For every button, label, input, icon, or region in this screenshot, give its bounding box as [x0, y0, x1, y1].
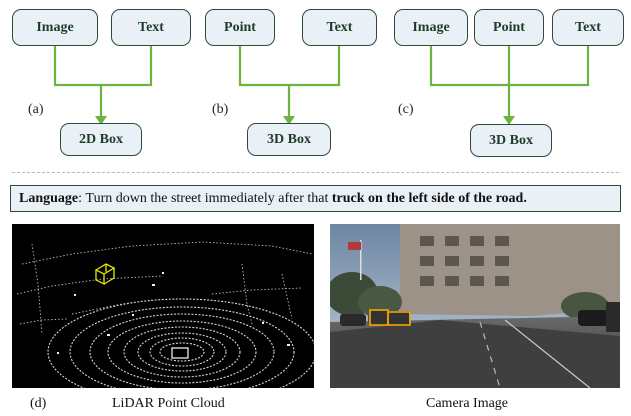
lidar-visualization	[16, 241, 314, 388]
text-input-box-a: Text	[111, 9, 191, 46]
image-input-box-a: Image	[12, 9, 98, 46]
camera-image	[330, 224, 620, 388]
panel-label-b: (b)	[212, 102, 229, 117]
arrowhead-a	[95, 116, 107, 125]
arrowhead-b	[283, 116, 295, 125]
language-separator: :	[78, 190, 86, 206]
camera-target-box	[369, 309, 411, 326]
text-input-box-b: Text	[302, 9, 377, 46]
lidar-caption: LiDAR Point Cloud	[112, 396, 225, 411]
section-divider	[12, 172, 619, 173]
panel-label-d: (d)	[30, 396, 47, 411]
panel-label-c: (c)	[398, 102, 414, 117]
connector-a	[53, 45, 153, 87]
output-box-a: 2D Box	[60, 123, 142, 156]
language-highlight: truck on the left side of the road.	[331, 190, 527, 206]
connector-lines	[53, 45, 590, 125]
lidar-target-box	[94, 263, 116, 286]
panel-label-a: (a)	[28, 102, 44, 117]
connector-b	[238, 45, 341, 87]
output-box-b: 3D Box	[247, 123, 331, 156]
language-prefix: Language	[19, 190, 79, 206]
camera-scene	[330, 224, 620, 388]
lidar-point-cloud-image	[12, 224, 314, 388]
text-input-box-c: Text	[552, 9, 624, 46]
output-box-c: 3D Box	[470, 124, 552, 157]
language-body: Turn down the street immediately after t…	[85, 190, 332, 206]
image-input-box-c: Image	[394, 9, 468, 46]
camera-caption: Camera Image	[426, 396, 509, 411]
point-input-box-b: Point	[205, 9, 275, 46]
language-query-box: Language: Turn down the street immediate…	[10, 185, 621, 212]
arrowhead-c	[503, 116, 515, 125]
point-input-box-c: Point	[474, 9, 544, 46]
